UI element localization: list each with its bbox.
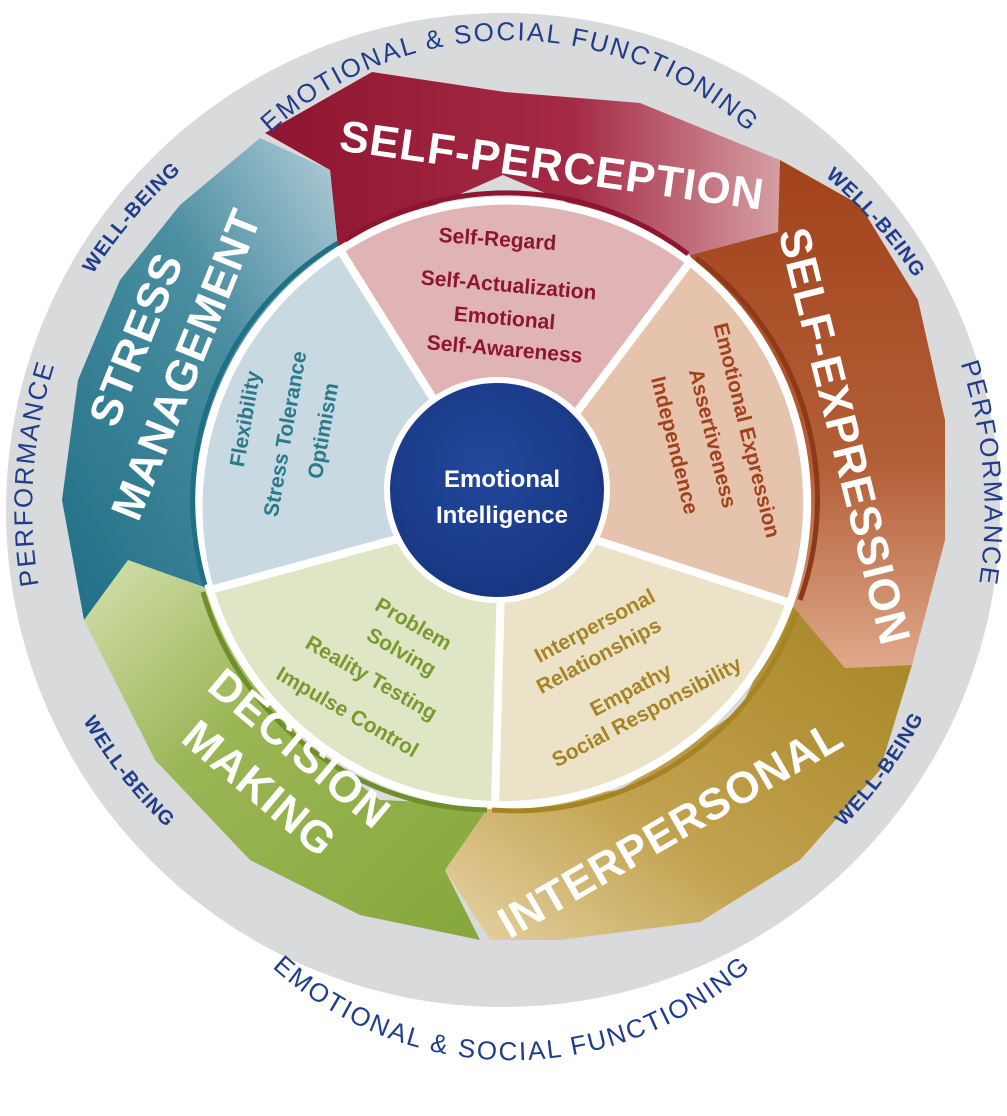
decision-making-accent bbox=[200, 591, 488, 813]
decision-making-band bbox=[84, 560, 490, 940]
center-title-line2: Intelligence bbox=[436, 502, 568, 529]
stress-management-accent bbox=[190, 240, 340, 586]
self-expression-accent bbox=[694, 255, 820, 601]
stress-management-band bbox=[62, 138, 338, 620]
center-title-line1: Emotional bbox=[444, 466, 560, 493]
interpersonal-band bbox=[445, 603, 912, 940]
interpersonal-wedge bbox=[490, 504, 796, 810]
interpersonal-accent bbox=[491, 611, 800, 814]
center-circle bbox=[384, 377, 610, 603]
self-perception-band bbox=[265, 72, 780, 255]
self-perception-wedge bbox=[334, 196, 696, 518]
self-perception-accent bbox=[343, 190, 690, 256]
self-expression-band bbox=[690, 160, 945, 668]
decision-making-wedge bbox=[204, 504, 508, 810]
